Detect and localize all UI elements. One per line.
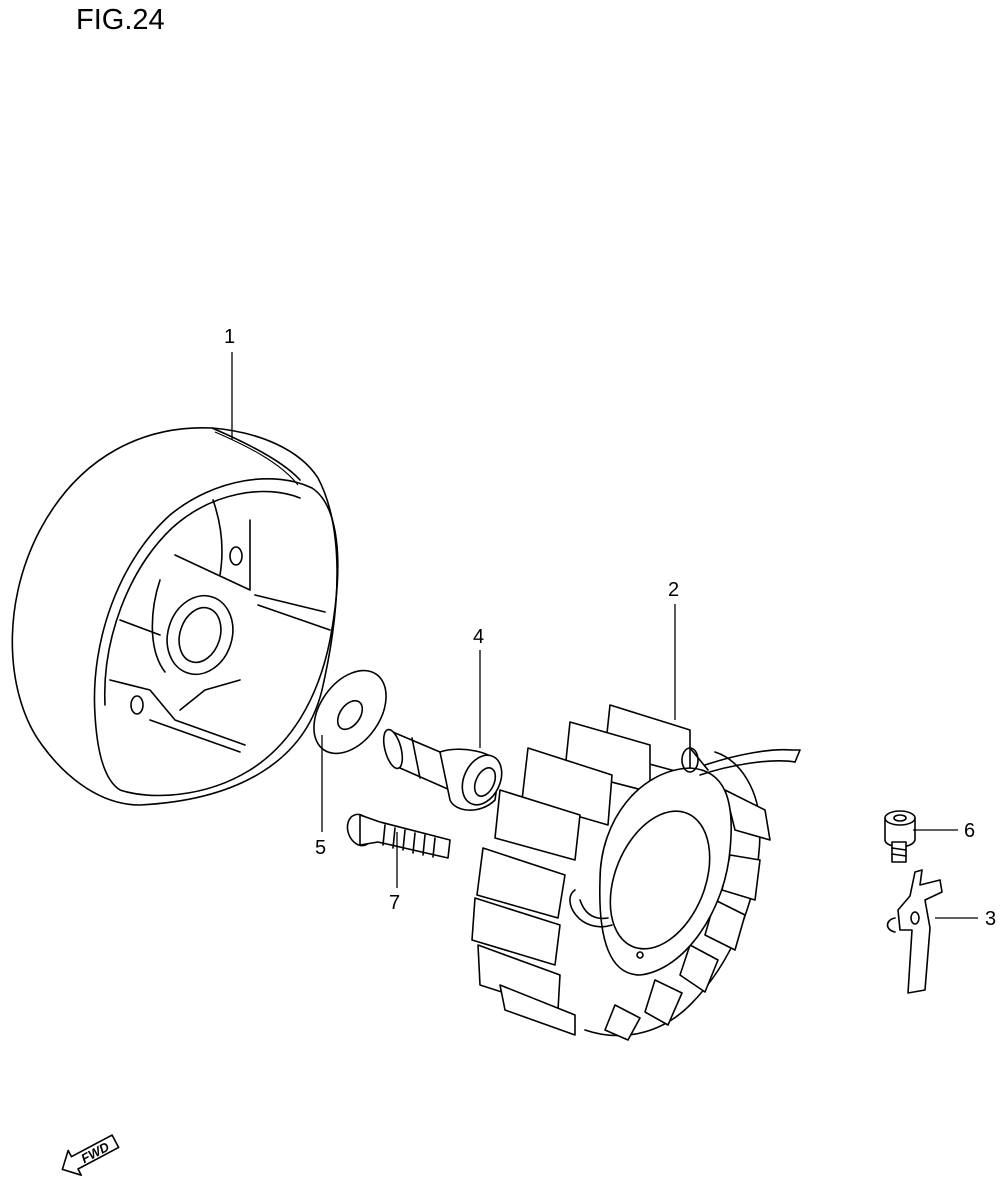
callout-part-1: 1 xyxy=(224,326,236,348)
part-6-bolt xyxy=(884,810,916,863)
callout-part-2: 2 xyxy=(668,579,680,601)
part-3-bracket xyxy=(886,869,943,994)
callout-part-4: 4 xyxy=(473,626,485,648)
part-4-spacer-bolt xyxy=(382,728,503,811)
figure-title: FIG.24 xyxy=(76,4,165,36)
callout-part-3: 3 xyxy=(985,908,997,930)
callout-part-6: 6 xyxy=(964,820,976,842)
callout-part-5: 5 xyxy=(315,837,327,859)
part-7-bolt xyxy=(346,813,451,859)
part-1-rotor xyxy=(11,427,339,806)
part-2-stator xyxy=(471,704,801,1041)
fwd-arrow: FWD xyxy=(61,1134,120,1176)
callout-part-7: 7 xyxy=(389,892,401,914)
leader-lines xyxy=(231,352,978,919)
part-5-washer xyxy=(313,669,387,755)
